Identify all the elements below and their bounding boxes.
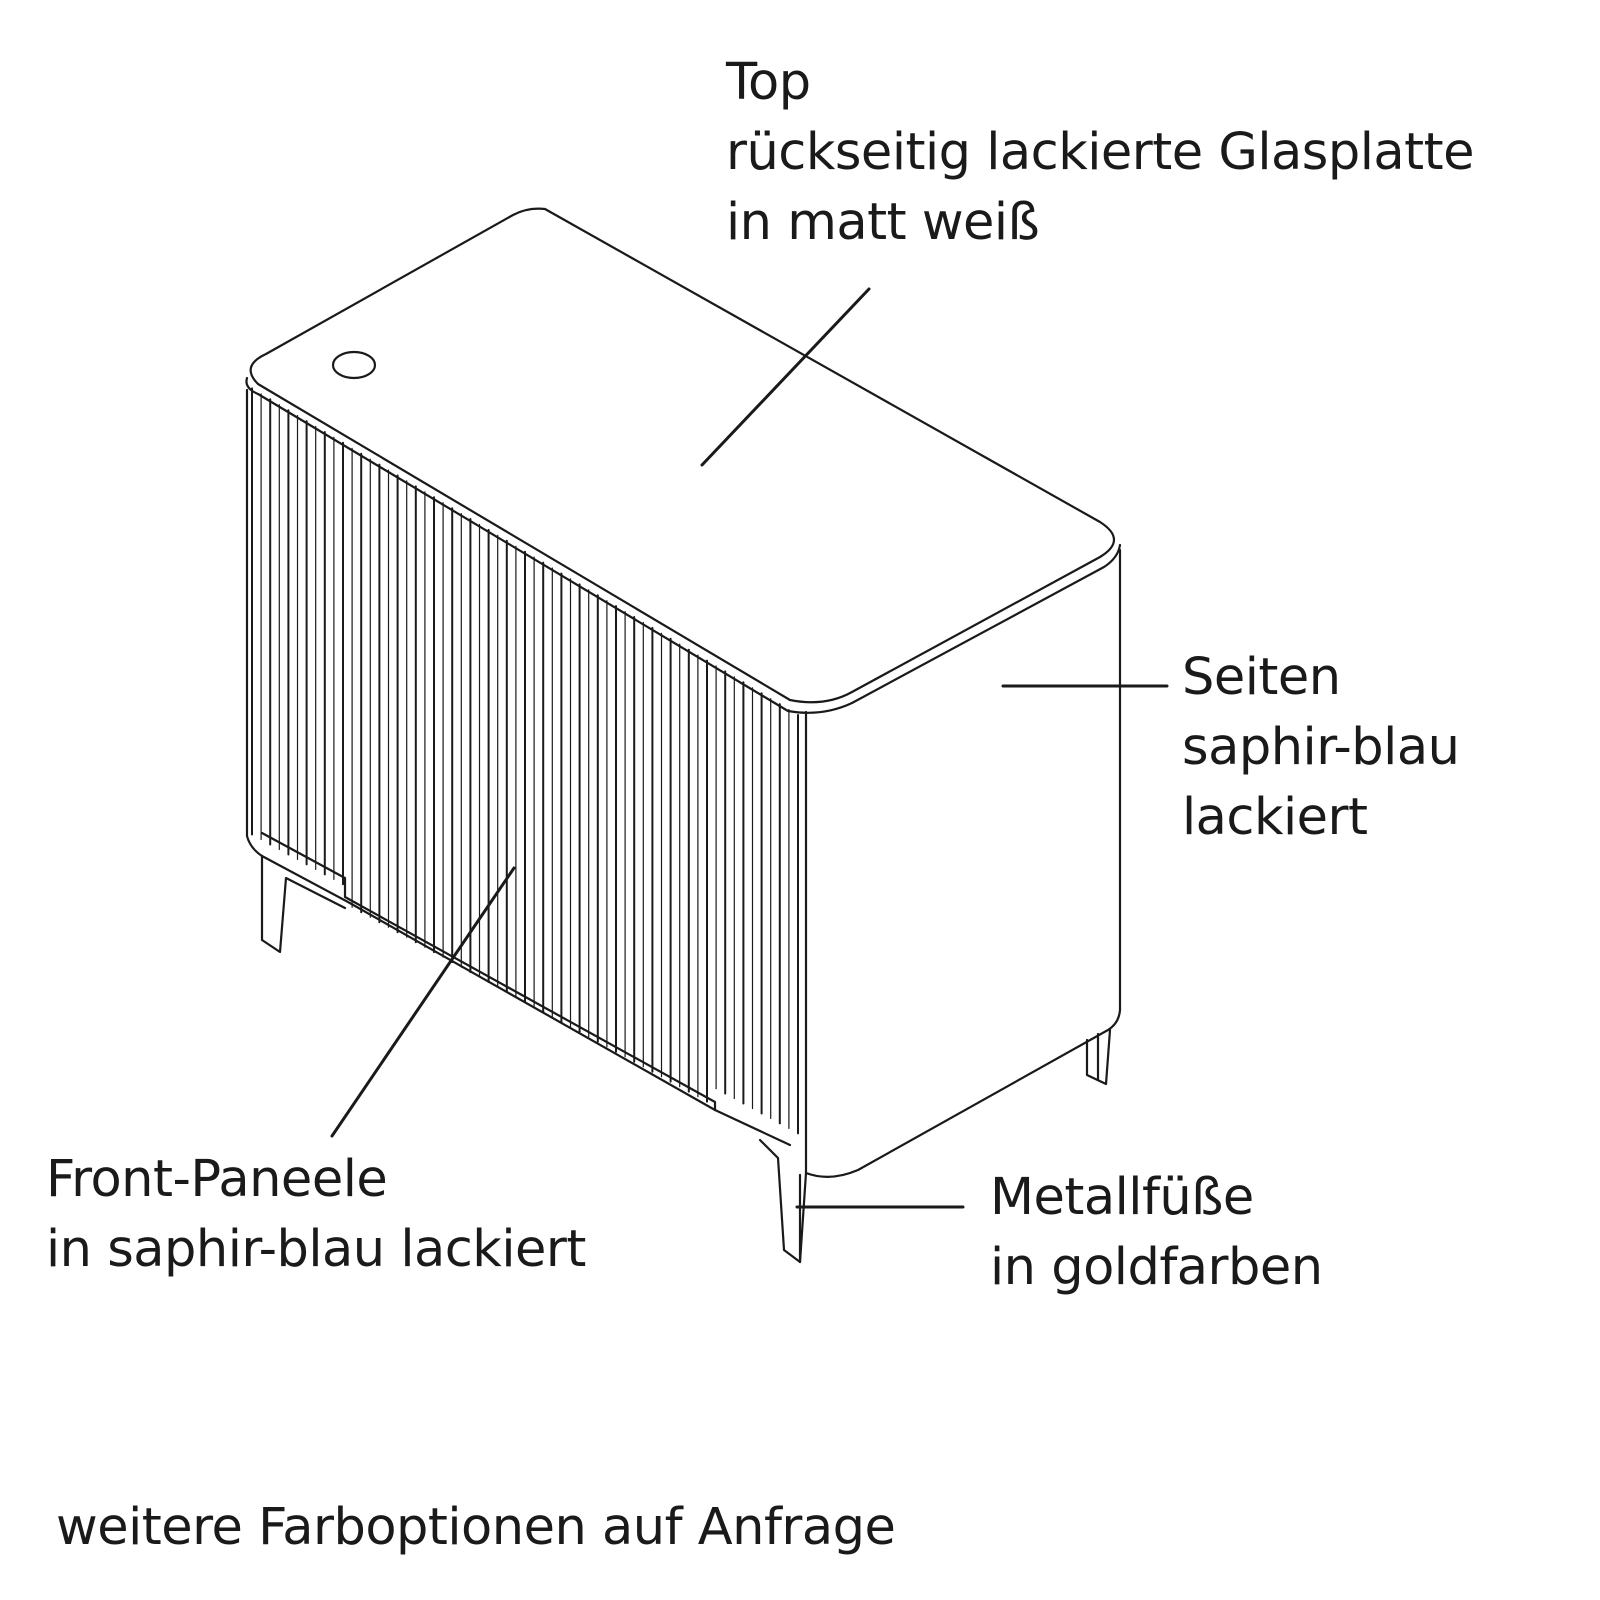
- front-plinth-lower: [260, 854, 717, 1112]
- label-sides-line1: saphir-blau: [1182, 718, 1460, 777]
- left-side-edge: [245, 388, 264, 858]
- label-front-line1: in saphir-blau lackiert: [46, 1220, 586, 1279]
- cable-grommet: [331, 350, 377, 380]
- label-sides-line2: lackiert: [1182, 788, 1368, 847]
- left-front-leg: [260, 854, 347, 954]
- glass-top-plate: [249, 207, 1116, 704]
- right-front-leg: [758, 1138, 808, 1264]
- label-top-line2: in matt weiß: [726, 193, 1040, 252]
- label-top-line1: rückseitig lackierte Glasplatte: [726, 123, 1475, 182]
- label-feet-line1: in goldfarben: [990, 1238, 1323, 1297]
- footnote: weitere Farboptionen auf Anfrage: [56, 1498, 896, 1557]
- leader-front: [330, 866, 516, 1138]
- label-front-title: Front-Paneele: [46, 1150, 388, 1209]
- back-right-leg: [1085, 1028, 1112, 1086]
- right-side-panel: [804, 548, 1122, 1178]
- front-plinth: [260, 831, 792, 1147]
- label-front: Front-Paneele in saphir-blau lackiert: [46, 1145, 586, 1285]
- label-top-title: Top: [726, 53, 811, 112]
- front-panel-flutes: [251, 387, 799, 1135]
- label-top: Top rückseitig lackierte Glasplatte in m…: [726, 48, 1475, 258]
- glass-top-edge: [245, 376, 1122, 714]
- label-sides: Seiten saphir-blau lackiert: [1182, 643, 1460, 853]
- leader-top: [700, 287, 871, 467]
- label-feet-title: Metallfüße: [990, 1168, 1254, 1227]
- label-feet: Metallfüße in goldfarben: [990, 1163, 1323, 1303]
- label-sides-title: Seiten: [1182, 648, 1341, 707]
